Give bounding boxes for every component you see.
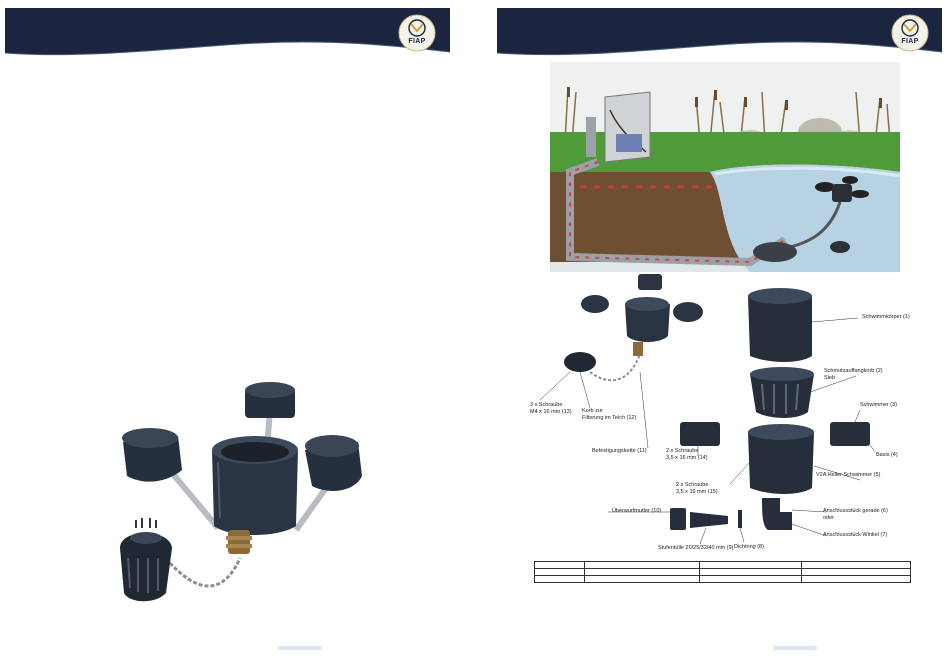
skimmer-body: [212, 436, 298, 535]
float-top: [245, 382, 295, 418]
header-banner: [5, 8, 450, 56]
label-fastening-chain: Befestigungskette (11): [592, 448, 647, 454]
fiap-logo: FIAP: [398, 14, 436, 52]
table-row: [534, 561, 911, 569]
label-base: Basis (4): [876, 452, 898, 458]
pond-installation-illustration: [550, 62, 901, 272]
label-straight-connector: Anschlussstück gerade (6) oder: [823, 508, 888, 521]
label-screws-14: 2 x Schraube 3,5 x 16 mm (14): [666, 448, 708, 461]
assembled-skimmer-small: [564, 274, 703, 382]
table-row: [534, 568, 911, 576]
float-right: [305, 435, 362, 491]
chain: [160, 553, 242, 588]
label-screws-m4: 3 x Schraube M4 x 16 mm (13): [530, 402, 572, 415]
label-debris-basket: Schmutzauffangkorb (2) Sieb: [824, 368, 883, 381]
part-base: [748, 424, 814, 494]
label-steel-float: V2A Heller Schwimmer (5): [816, 472, 881, 478]
label-pond-basket: Korb zur Filterung im Teich (12): [582, 408, 637, 421]
label-union-nut: Überwurfmutter (10): [612, 508, 662, 514]
label-float: Schwimmer (3): [860, 402, 897, 408]
filter-unit: [586, 91, 651, 163]
page-number-right: [773, 646, 817, 650]
part-float-left: [680, 422, 720, 446]
fiap-logo: FIAP: [891, 14, 929, 52]
label-seal-ring: Dichtring (8): [734, 544, 764, 550]
header-banner: [497, 8, 942, 56]
label-screws-15: 2 x Schraube 3,5 x 16 mm (15): [676, 482, 718, 495]
label-angle-connector: Anschlussstück Winkel (7): [823, 532, 888, 538]
part-debris-basket: [750, 367, 814, 418]
label-float-body: Schwimmkörper (1): [862, 314, 910, 320]
floating-skimmer-photo: [100, 378, 380, 610]
part-float-body: [748, 288, 812, 362]
float-left: [122, 428, 182, 482]
logo-text: FIAP: [408, 38, 426, 45]
pond-skimmer: [815, 176, 869, 202]
table-row: [534, 575, 911, 583]
exploded-parts-diagram: Schwimmkörper (1) Schmutzauffangkorb (2)…: [530, 272, 915, 558]
label-hose-tail: Stufentülle 20/25/32/40 mm (9): [658, 545, 734, 551]
pond-basket: [120, 518, 172, 602]
brass-connector: [226, 530, 252, 554]
part-fittings: [670, 498, 792, 530]
logo-text: FIAP: [901, 38, 919, 45]
part-float: [830, 422, 870, 446]
parts-table: [534, 561, 911, 583]
page-number-left: [278, 646, 322, 650]
pump: [753, 242, 797, 262]
